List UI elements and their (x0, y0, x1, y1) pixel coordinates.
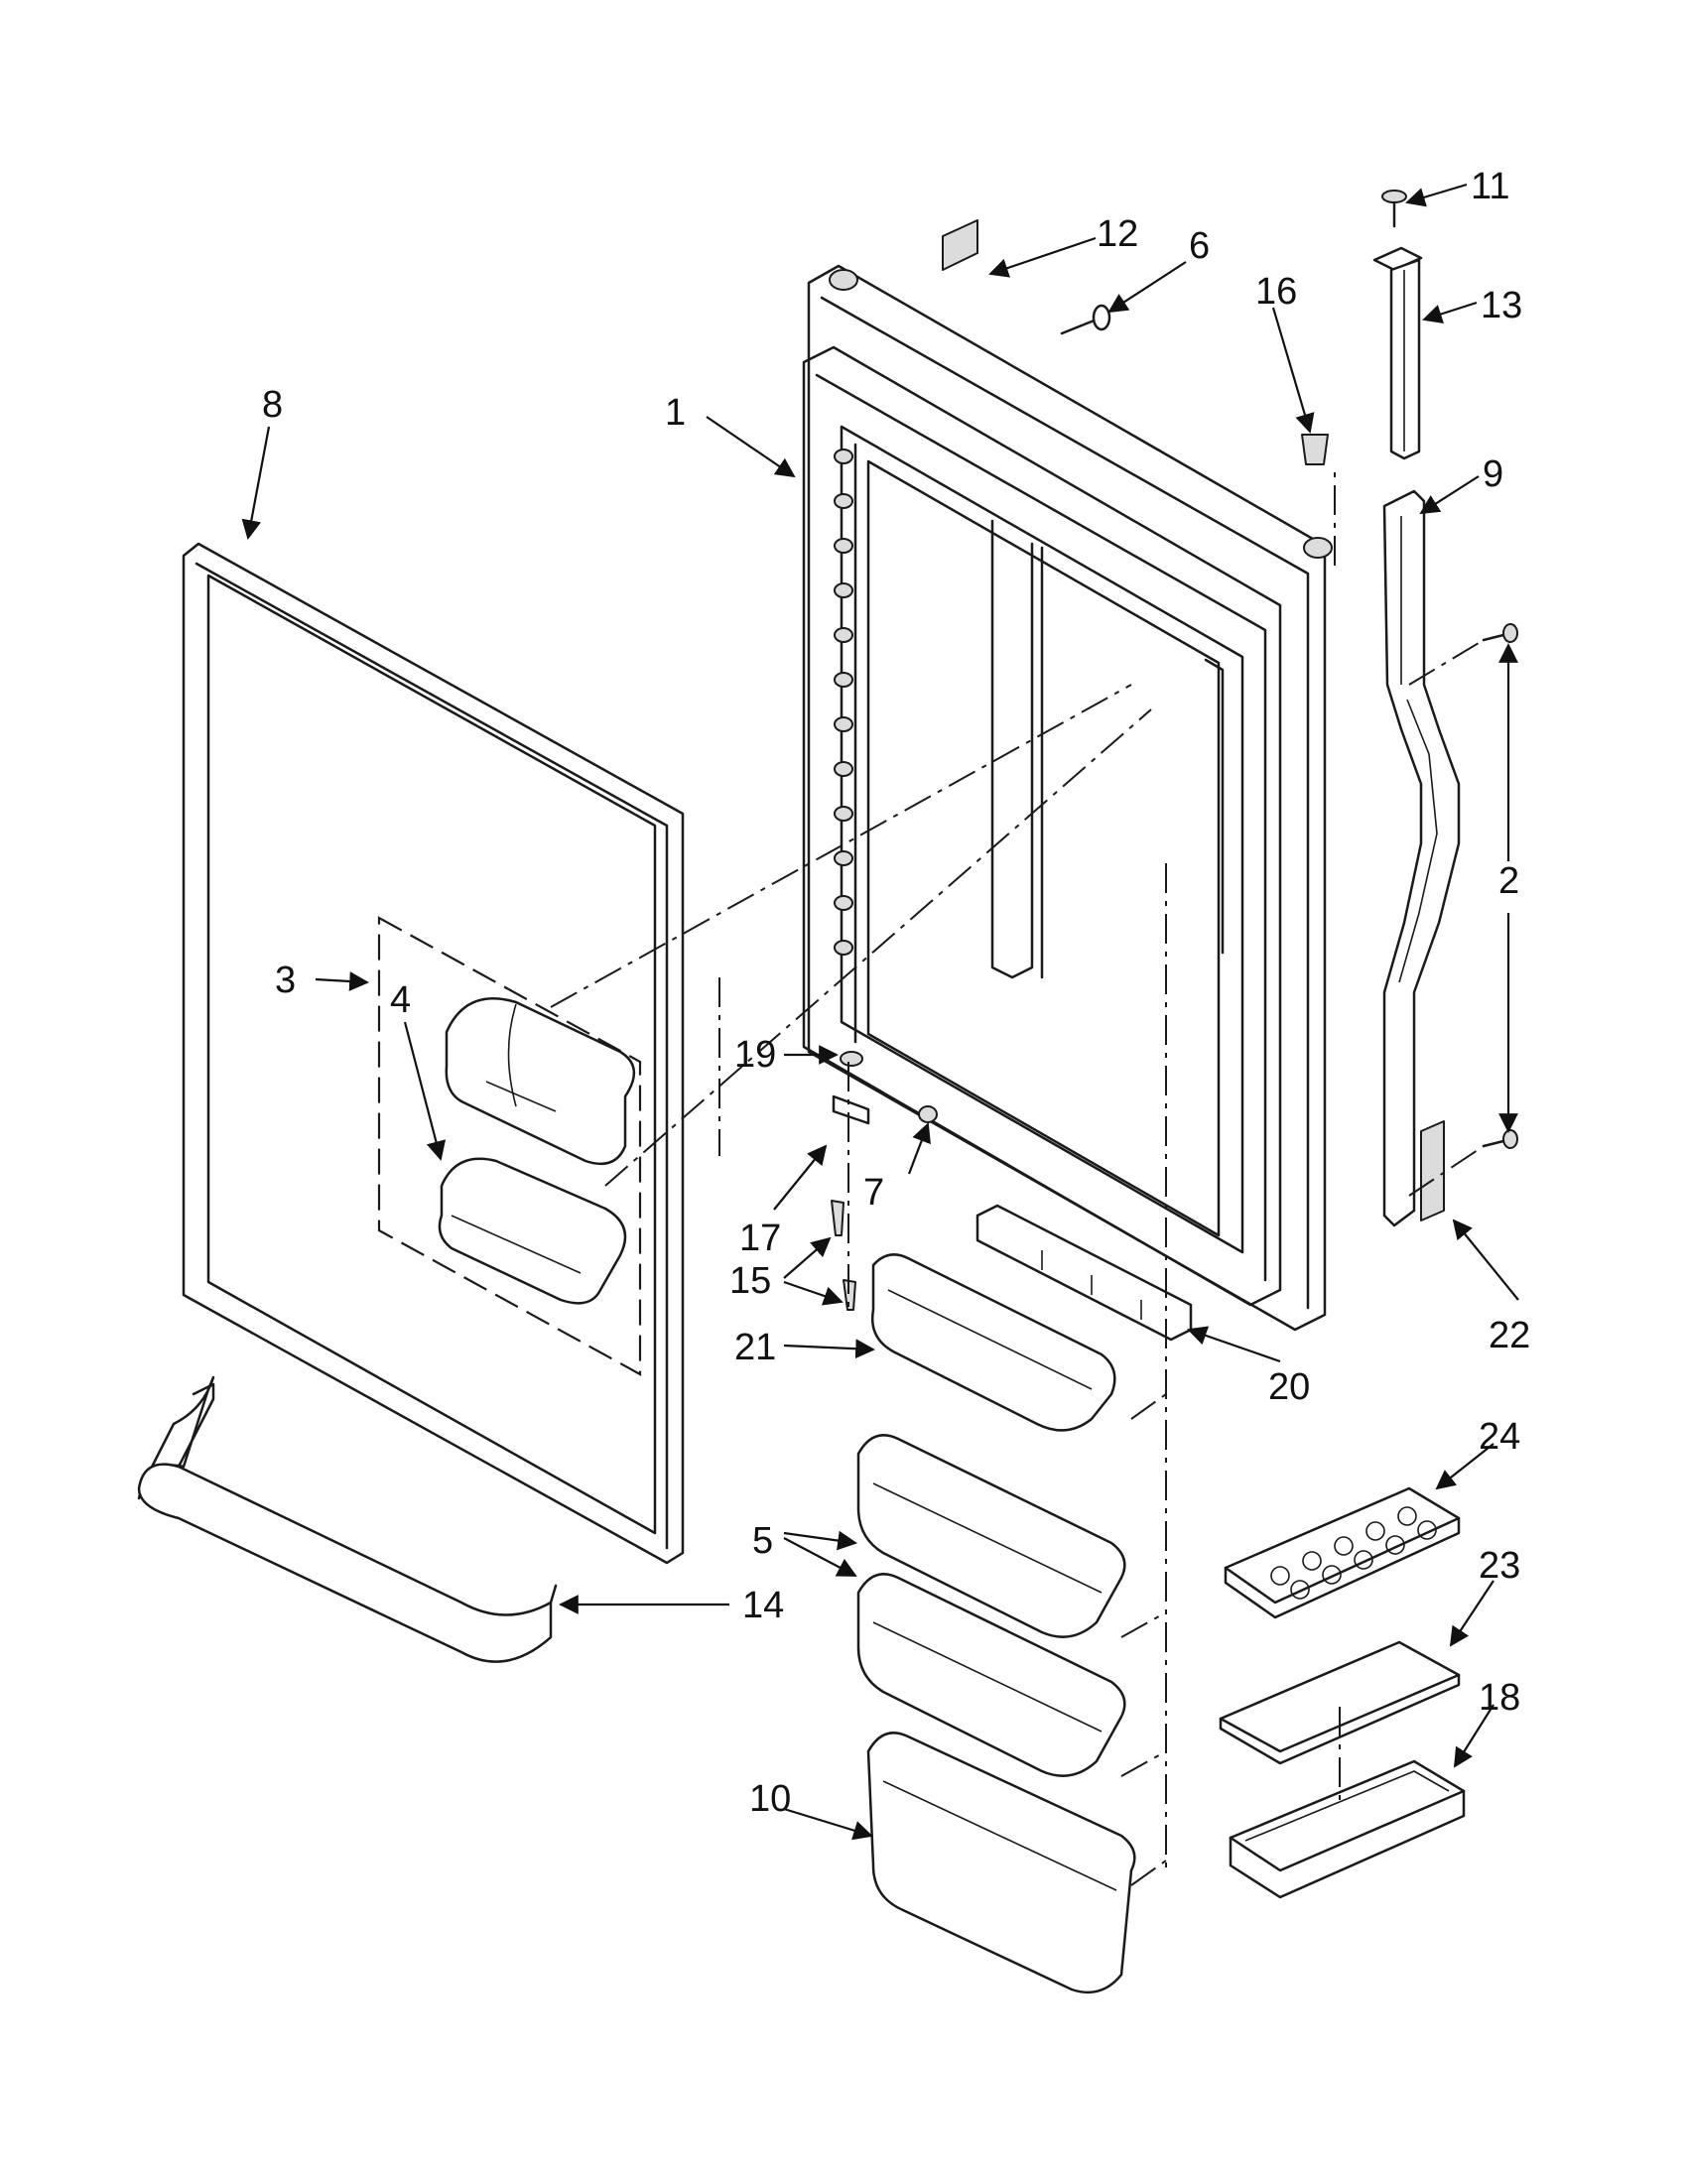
callout-22: 22 (1489, 1315, 1530, 1356)
callout-19: 19 (734, 1034, 776, 1076)
callout-6: 6 (1189, 225, 1210, 267)
callout-16: 16 (1255, 271, 1297, 313)
screw-part-15-upper (831, 1200, 844, 1236)
egg-cups (1270, 1506, 1437, 1600)
callout-4: 4 (390, 979, 411, 1021)
door-bin-5a (856, 1434, 1126, 1638)
hinge-bracket-part (1372, 246, 1423, 460)
screw-part-11 (1381, 190, 1407, 228)
lower-bin-part (137, 1375, 558, 1663)
egg-tray-part (1224, 1486, 1461, 1619)
callout-1: 1 (665, 392, 686, 434)
callout-20: 20 (1268, 1366, 1310, 1408)
guide-lines (550, 466, 1485, 1886)
trim-part (1420, 1120, 1445, 1221)
shelf-bumps (834, 449, 853, 956)
washer-part (840, 1051, 863, 1067)
dispenser-area (377, 916, 642, 1376)
hinge-pin-bracket-part (832, 1094, 870, 1125)
callout-13: 13 (1481, 285, 1522, 326)
plug-part (1301, 434, 1329, 465)
plug-part-7 (918, 1105, 938, 1123)
door-bin-21 (870, 1253, 1116, 1432)
dairy-bin-part (1229, 1759, 1466, 1899)
outer-door-panel-part (182, 542, 685, 1565)
handle-part (1382, 489, 1461, 1227)
callout-5: 5 (752, 1520, 773, 1562)
deep-bin-part (866, 1732, 1136, 1994)
handle-screw-lower (1482, 1129, 1518, 1149)
callout-labels: 1 2 3 4 5 6 7 8 9 10 11 12 13 14 15 16 1… (262, 166, 1530, 1820)
callout-10: 10 (749, 1778, 791, 1820)
callout-24: 24 (1479, 1416, 1520, 1458)
callout-15: 15 (729, 1260, 771, 1302)
callout-21: 21 (734, 1327, 776, 1368)
screw-part-6 (1060, 304, 1111, 335)
callout-3: 3 (275, 960, 296, 1001)
callout-8: 8 (262, 384, 283, 426)
lid-part (1219, 1640, 1461, 1765)
door-bin-5b (856, 1573, 1126, 1777)
callout-7: 7 (863, 1172, 884, 1214)
callout-11: 11 (1471, 166, 1509, 207)
callout-18: 18 (1479, 1677, 1520, 1719)
label-part (942, 219, 978, 271)
handle-screw-upper (1482, 623, 1518, 643)
door-liner-part (802, 264, 1333, 1332)
callout-2: 2 (1498, 860, 1519, 902)
callout-9: 9 (1483, 453, 1503, 495)
leader-arrows (241, 183, 1519, 1841)
screw-part-15-lower (843, 1279, 856, 1311)
callout-23: 23 (1479, 1545, 1520, 1587)
callout-14: 14 (742, 1585, 784, 1626)
callout-12: 12 (1097, 213, 1138, 255)
callout-17: 17 (739, 1218, 781, 1259)
